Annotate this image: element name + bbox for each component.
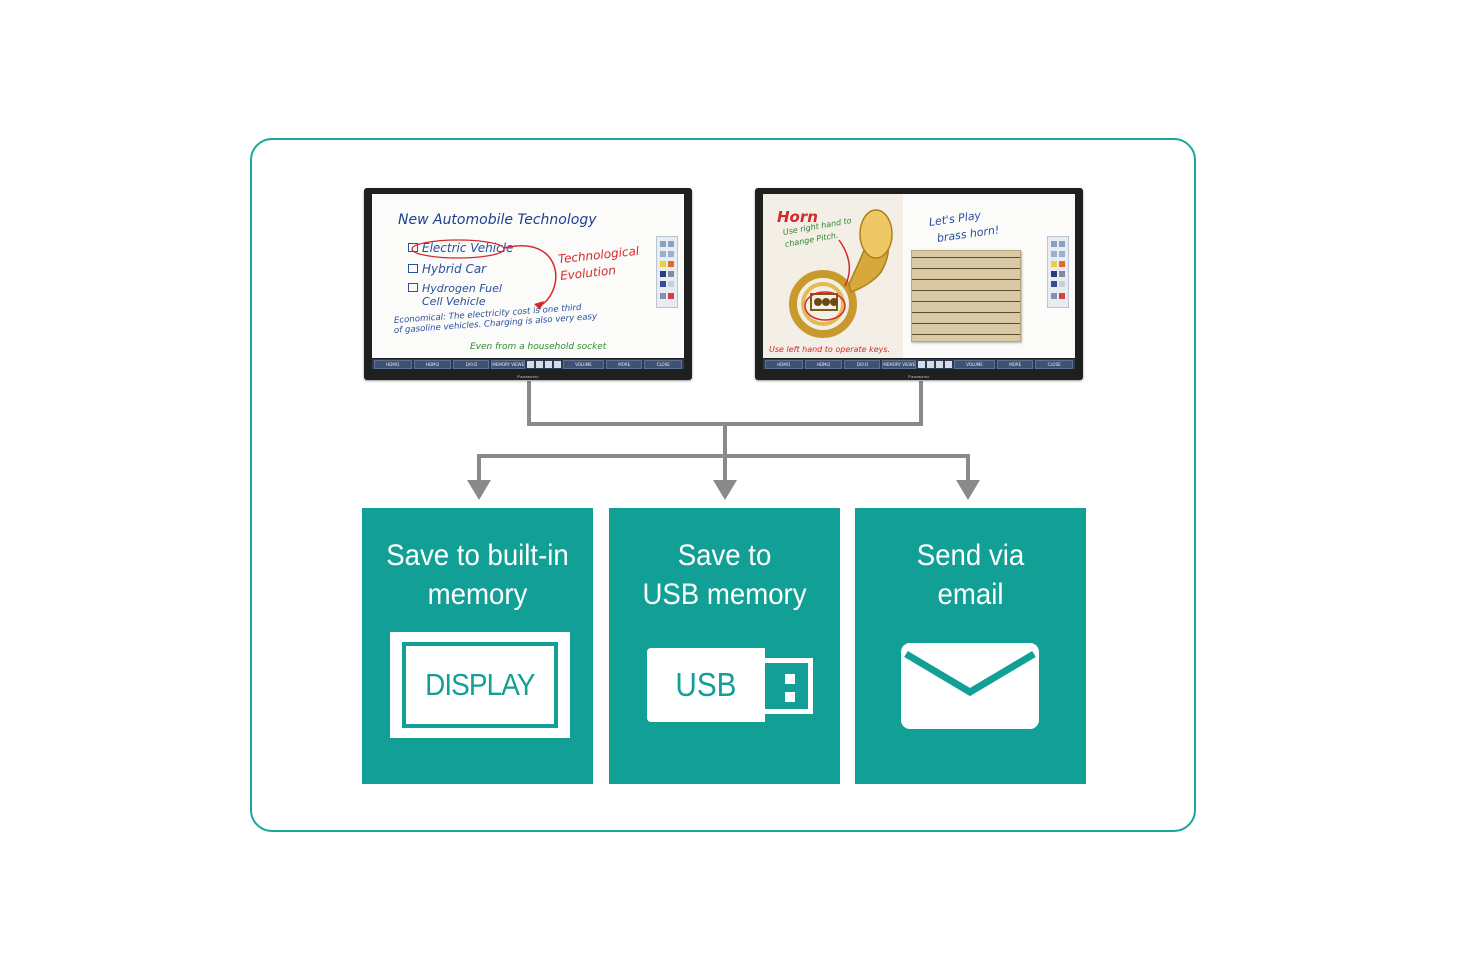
tip-bottom: Use left hand to operate keys.: [769, 345, 891, 354]
red-markup: [411, 239, 557, 310]
usb-icon-label: USB: [675, 666, 737, 703]
toolbar-icon[interactable]: [553, 360, 561, 368]
close-button[interactable]: CLOSE: [1035, 359, 1073, 369]
whiteboard-item-3-cont: Cell Vehicle: [422, 295, 486, 308]
arrow-to-built-in: [467, 480, 491, 500]
toolbar-icon[interactable]: [526, 360, 534, 368]
option-title: Save to built-in memory: [386, 539, 569, 611]
toolbar-icon[interactable]: [544, 360, 552, 368]
toolbar-icon[interactable]: [926, 360, 934, 368]
whiteboard-item-2: Hybrid Car: [408, 262, 486, 276]
more-button[interactable]: MORE: [606, 359, 643, 369]
usb-drive-icon: USB: [647, 648, 765, 722]
connector-left-monitor: [527, 381, 923, 426]
envelope-icon: [901, 643, 1039, 729]
whiteboard-screen-left: New Automobile Technology Electric Vehic…: [372, 194, 684, 358]
french-horn-image: [789, 209, 893, 338]
option-send-email: Send via email: [855, 508, 1086, 784]
whiteboard-title: New Automobile Technology: [398, 212, 597, 228]
option-save-built-in: Save to built-in memory DISPLAY: [362, 508, 593, 784]
screen-taskbar-left[interactable]: HDMI1 HDMI2 DVI-D MEMORY VIEWER VOLUME M…: [372, 359, 684, 369]
option-save-usb: Save to USB memory USB: [609, 508, 840, 784]
drawing-palette[interactable]: [656, 236, 678, 308]
volume-control[interactable]: VOLUME: [953, 359, 996, 369]
tab-hdmi2[interactable]: HDMI2: [413, 359, 452, 369]
display-icon-label: DISPLAY: [425, 667, 535, 702]
toolbar-icon[interactable]: [944, 360, 952, 368]
tab-hdmi2[interactable]: HDMI2: [804, 359, 843, 369]
arrow-to-usb: [713, 480, 737, 500]
note-line-3: Even from a household socket: [470, 342, 607, 352]
tab-memory-viewer[interactable]: MEMORY VIEWER: [882, 359, 916, 369]
toolbar-icon[interactable]: [917, 360, 925, 368]
diagram-frame: [250, 138, 1196, 832]
tab-dvi[interactable]: DVI-D: [453, 359, 490, 369]
usb-connector-icon: [765, 658, 813, 714]
sheet-music-image: [911, 250, 1021, 342]
close-button[interactable]: CLOSE: [644, 359, 682, 369]
toolbar-icon[interactable]: [935, 360, 943, 368]
option-title: Send via email: [916, 539, 1025, 611]
brand-logo: Panasonic: [908, 374, 930, 379]
drawing-palette[interactable]: [1047, 236, 1069, 308]
brand-logo: Panasonic: [517, 374, 539, 379]
toolbar-icon[interactable]: [535, 360, 543, 368]
whiteboard-item-3: Hydrogen Fuel: [408, 282, 502, 295]
horn-title: Horn: [777, 208, 818, 226]
tab-memory-viewer[interactable]: MEMORY VIEWER: [491, 359, 525, 369]
arrow-to-email: [956, 480, 980, 500]
checkbox-icon: [408, 264, 418, 273]
option-title: Save to USB memory: [642, 539, 807, 611]
whiteboard-screen-right: Horn Use right hand to change Pitch. Use…: [763, 194, 1075, 358]
screen-taskbar-right[interactable]: HDMI1 HDMI2 DVI-D MEMORY VIEWER VOLUME M…: [763, 359, 1075, 369]
whiteboard-monitor-right: Horn Use right hand to change Pitch. Use…: [755, 188, 1083, 380]
tab-hdmi1[interactable]: HDMI1: [765, 359, 803, 369]
volume-control[interactable]: VOLUME: [562, 359, 605, 369]
display-icon: DISPLAY: [390, 632, 570, 738]
whiteboard-monitor-left: New Automobile Technology Electric Vehic…: [364, 188, 692, 380]
more-button[interactable]: MORE: [997, 359, 1034, 369]
connector-branch: [477, 454, 970, 482]
checkbox-icon: [408, 283, 418, 292]
tab-dvi[interactable]: DVI-D: [844, 359, 881, 369]
tab-hdmi1[interactable]: HDMI1: [374, 359, 412, 369]
